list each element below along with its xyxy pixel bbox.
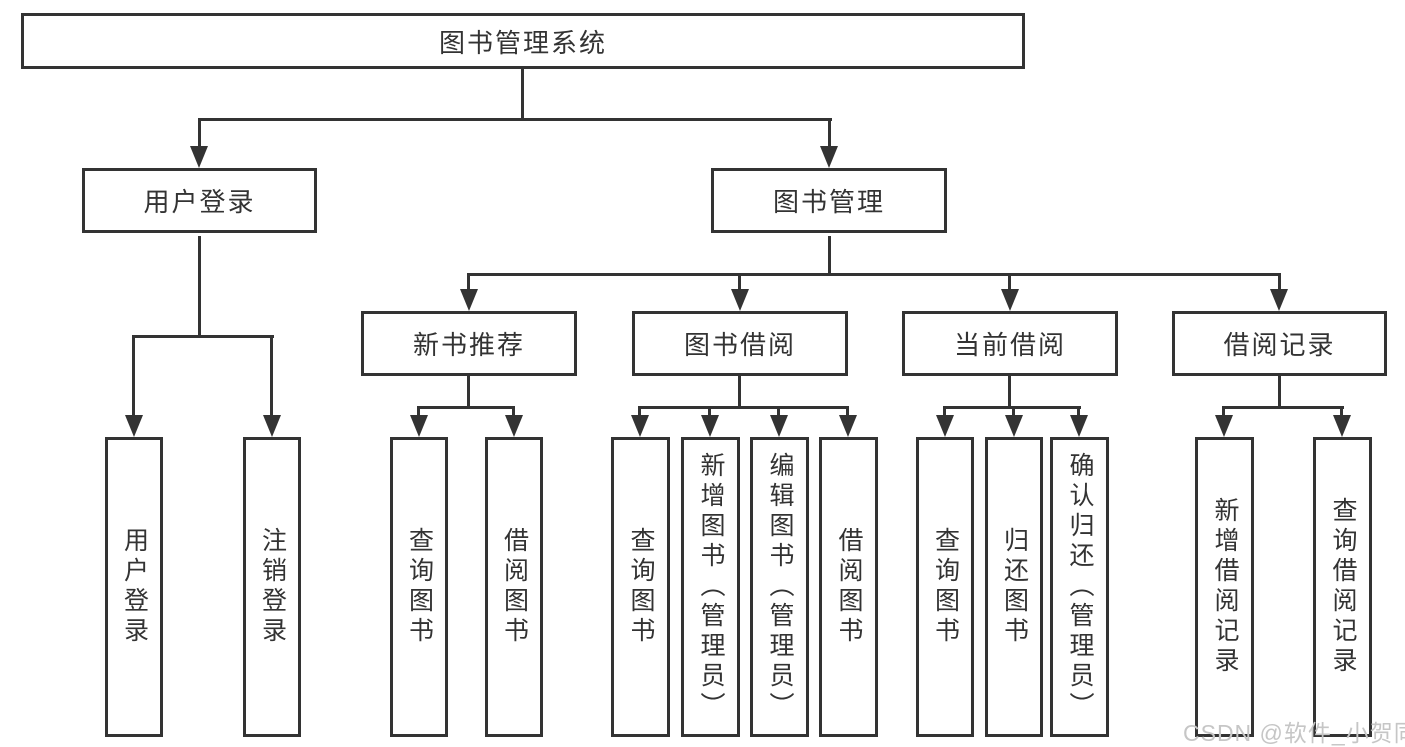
leaf-query-borrow-record: 查询借阅记录 [1313,437,1372,737]
leaf-confirm-return-admin: 确认归还（管理员） [1050,437,1109,737]
connector-leaf-query-books-3-drop [943,406,946,417]
arrowhead-leaf-logout [263,415,281,437]
connector-level1-branch [198,118,832,121]
arrowhead-leaf-query-books-1 [410,415,428,437]
node-borrowing-records: 借阅记录 [1172,311,1387,376]
leaf-query-books-recommend-label: 查询图书 [405,527,434,647]
arrowhead-book-borrowing [731,289,749,311]
leaf-borrow-books-recommend: 借阅图书 [485,437,543,737]
leaf-user-login: 用户登录 [105,437,163,737]
leaf-query-books-current-label: 查询图书 [931,527,960,647]
arrowhead-current-borrowing [1001,289,1019,311]
leaf-return-book: 归还图书 [985,437,1043,737]
leaf-edit-book-admin-label: 编辑图书（管理员） [766,452,794,722]
arrowhead-new-book-recommendation [460,289,478,311]
connector-book-borrowing-branch [639,406,849,409]
connector-borrowing-records-branch [1223,406,1344,409]
leaf-edit-book-admin: 编辑图书（管理员） [750,437,809,737]
connector-leaf-logout-drop [270,335,273,417]
connector-user-login-drop [198,118,201,148]
connector-leaf-borrow-books-1-drop [512,406,515,417]
arrowhead-leaf-borrow-books-2 [839,415,857,437]
connector-leaf-add-book-drop [708,406,711,417]
leaf-return-book-label: 归还图书 [1000,527,1029,647]
leaf-user-login-label: 用户登录 [120,527,149,647]
connector-leaf-return-book-drop [1012,406,1015,417]
arrowhead-leaf-borrow-books-1 [505,415,523,437]
connector-book-borrowing-vertical [738,376,741,406]
connector-user-login-vertical [198,236,201,335]
leaf-add-book-admin: 新增图书（管理员） [681,437,740,737]
connector-borrowing-records-drop [1278,273,1281,291]
arrowhead-leaf-add-record [1215,415,1233,437]
arrowhead-leaf-confirm-return [1070,415,1088,437]
connector-user-login-branch [133,335,274,338]
leaf-query-books-borrowing-label: 查询图书 [627,527,655,647]
connector-current-borrowing-drop [1008,273,1011,291]
leaf-logout-label: 注销登录 [258,527,287,647]
node-library-management-system: 图书管理系统 [21,13,1025,69]
connector-leaf-query-record-drop [1340,406,1343,417]
connector-new-book-branch [418,406,515,409]
node-book-borrowing: 图书借阅 [632,311,848,376]
node-user-login: 用户登录 [82,168,317,233]
leaf-query-books-current: 查询图书 [916,437,974,737]
leaf-add-borrow-record: 新增借阅记录 [1195,437,1254,737]
connector-borrowing-records-vertical [1278,376,1281,406]
connector-leaf-add-record-drop [1222,406,1225,417]
connector-new-book-vertical [467,376,470,406]
connector-leaf-user-login-drop [132,335,135,417]
arrowhead-book-management [820,146,838,168]
leaf-query-books-borrowing: 查询图书 [611,437,670,737]
node-current-borrowing: 当前借阅 [902,311,1118,376]
leaf-add-borrow-record-label: 新增借阅记录 [1211,497,1239,677]
connector-leaf-edit-book-drop [777,406,780,417]
node-new-book-recommendation: 新书推荐 [361,311,577,376]
arrowhead-leaf-add-book [701,415,719,437]
arrowhead-user-login [190,146,208,168]
arrowhead-leaf-edit-book [770,415,788,437]
node-book-management: 图书管理 [711,168,947,233]
connector-root-vertical [521,69,524,118]
connector-new-book-drop [467,273,470,291]
leaf-add-book-admin-label: 新增图书（管理员） [697,452,725,722]
connector-book-management-vertical [828,236,831,273]
arrowhead-leaf-query-books-2 [631,415,649,437]
leaf-borrow-books-borrowing: 借阅图书 [819,437,878,737]
leaf-query-books-recommend: 查询图书 [390,437,448,737]
arrowhead-leaf-query-record [1333,415,1351,437]
arrowhead-borrowing-records [1270,289,1288,311]
connector-leaf-query-books-2-drop [638,406,641,417]
leaf-logout: 注销登录 [243,437,301,737]
connector-leaf-borrow-books-2-drop [846,406,849,417]
arrowhead-leaf-query-books-3 [936,415,954,437]
arrowhead-leaf-return-book [1005,415,1023,437]
leaf-query-borrow-record-label: 查询借阅记录 [1329,497,1357,677]
connector-book-borrowing-drop [738,273,741,291]
connector-leaf-confirm-return-drop [1077,406,1080,417]
csdn-watermark: CSDN @软件_小贺同学 [1183,720,1405,746]
connector-level2-branch [468,273,1281,276]
leaf-borrow-books-recommend-label: 借阅图书 [500,527,529,647]
connector-leaf-query-books-1-drop [417,406,420,417]
arrowhead-leaf-user-login [125,415,143,437]
leaf-confirm-return-admin-label: 确认归还（管理员） [1066,452,1094,722]
connector-book-management-drop [828,118,831,148]
connector-current-borrowing-vertical [1008,376,1011,406]
leaf-borrow-books-borrowing-label: 借阅图书 [835,527,863,647]
